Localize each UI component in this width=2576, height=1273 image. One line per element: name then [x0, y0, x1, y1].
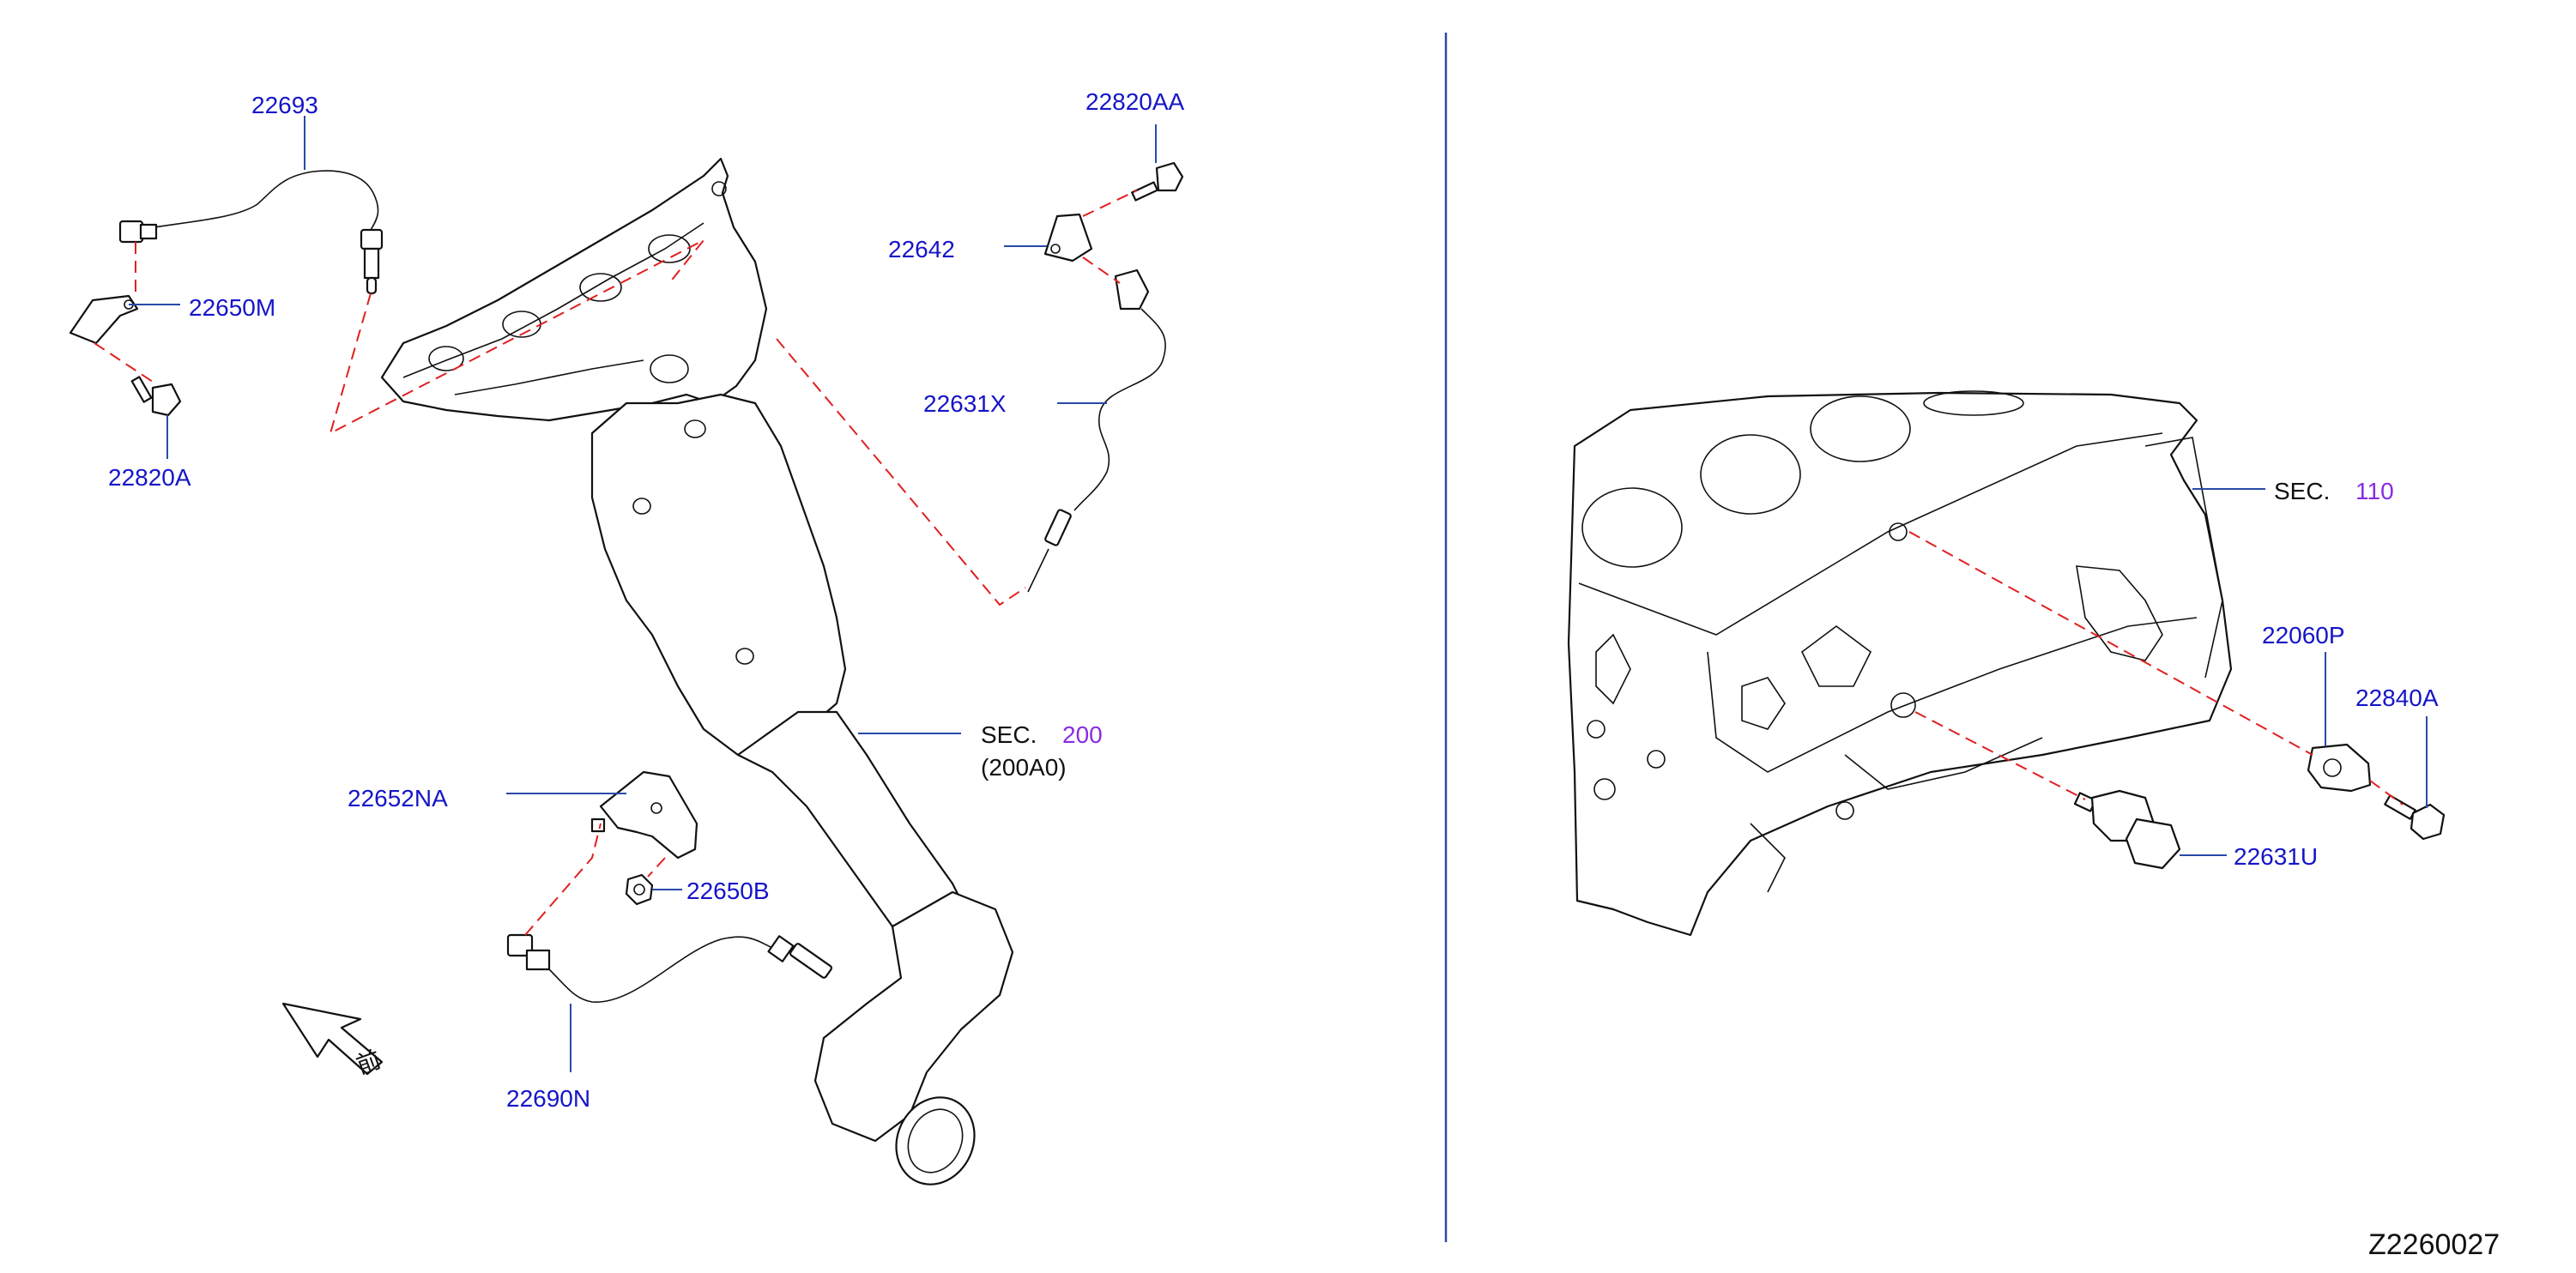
part-label-22642[interactable]: 22642 [888, 236, 955, 262]
front-direction-arrow [281, 1002, 384, 1076]
engine-block[interactable] [1567, 390, 2233, 937]
part-label-22650b[interactable]: 22650B [686, 878, 770, 904]
part-label-22693[interactable]: 22693 [251, 92, 318, 118]
sensor-clip[interactable] [69, 294, 139, 345]
part-label-22631u[interactable]: 22631U [2234, 843, 2318, 870]
part-label-22820aa[interactable]: 22820AA [1085, 88, 1185, 115]
nut-22650b[interactable] [625, 873, 654, 906]
diagram-id: Z2260027 [2368, 1228, 2500, 1261]
oxygen-sensor-upstream[interactable] [118, 170, 384, 295]
section-link-110[interactable]: 110 [2355, 478, 2394, 504]
part-label-22820a[interactable]: 22820A [108, 464, 191, 491]
part-label-22631x[interactable]: 22631X [923, 390, 1007, 417]
bolt-22840a[interactable] [2384, 794, 2446, 841]
exhaust-manifold[interactable] [380, 157, 768, 422]
dashed-lines-right [1908, 531, 2404, 805]
part-label-22650m[interactable]: 22650M [189, 294, 275, 321]
leaders-left [129, 116, 1157, 1072]
bolt-22820a[interactable] [130, 376, 182, 417]
part-label-22652na[interactable]: 22652NA [348, 785, 448, 811]
section-prefix-block: SEC. [2274, 478, 2330, 504]
section-sub-200a0: (200A0) [981, 754, 1067, 781]
section-prefix-exhaust: SEC. [981, 721, 1037, 748]
part-label-22690n[interactable]: 22690N [506, 1085, 590, 1112]
part-label-22840a[interactable]: 22840A [2355, 685, 2439, 711]
oxygen-sensor-downstream[interactable] [506, 933, 832, 1003]
sensor-bracket-22652na[interactable] [590, 770, 698, 860]
catalytic-converter[interactable] [590, 393, 1014, 1198]
leaders-right [2180, 488, 2428, 856]
sensor-bracket-22642[interactable] [1043, 213, 1093, 262]
knock-sensor[interactable] [2307, 743, 2372, 793]
part-label-22060p[interactable]: 22060P [2262, 622, 2345, 649]
section-link-200[interactable]: 200 [1062, 721, 1103, 748]
bolt-22820aa[interactable] [1131, 161, 1184, 202]
coolant-temperature-sensor[interactable] [2073, 789, 2181, 870]
exhaust-gas-temperature-sensor[interactable] [1027, 268, 1166, 593]
dashed-lines-left [94, 190, 1138, 936]
